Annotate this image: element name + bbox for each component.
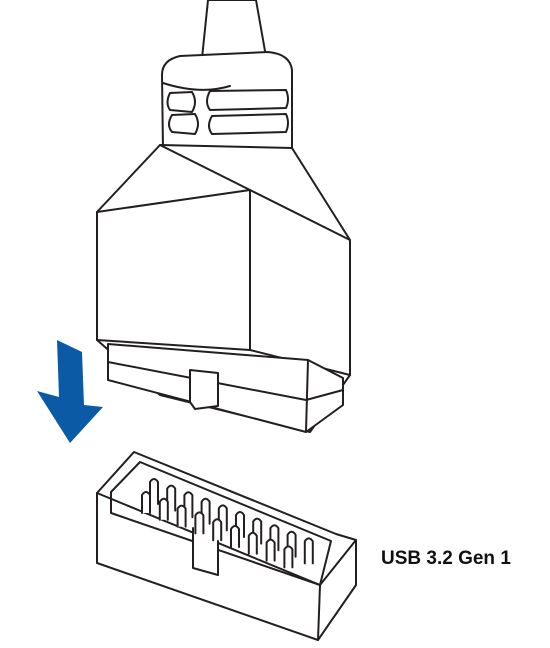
header-pin (283, 545, 294, 569)
header-pin (265, 538, 276, 562)
connector-label: USB 3.2 Gen 1 (381, 548, 511, 569)
pin-header-connector-icon (96, 451, 357, 641)
usb-plug-icon (96, 144, 351, 433)
header-pin (303, 537, 314, 565)
header-pin (176, 504, 187, 528)
header-pin (149, 478, 159, 505)
header-pin (212, 518, 223, 542)
header-pin (166, 484, 177, 512)
header-pin (247, 531, 258, 555)
down-arrow-icon (37, 340, 103, 443)
header-pins (141, 478, 314, 569)
header-pin (158, 497, 169, 521)
header-pin (194, 511, 205, 535)
strain-relief-icon (161, 51, 293, 151)
header-pin (141, 491, 151, 514)
header-pin (230, 525, 240, 548)
